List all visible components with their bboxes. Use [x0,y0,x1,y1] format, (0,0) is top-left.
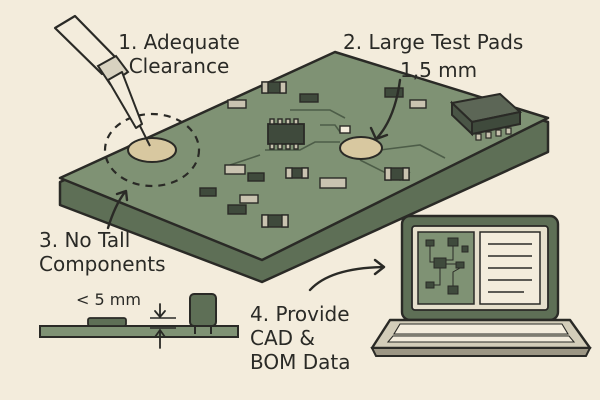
cad-bom-label-line2: CAD & [250,326,315,350]
arrow-to-right-pad-head [369,126,389,141]
tall-components-label-line1: 3. No Tall [39,228,131,252]
arrow-to-board-edge-head [115,189,129,202]
connector-ic-chip [449,92,523,141]
arrow-to-laptop [308,265,385,292]
arrow-to-laptop-head [373,258,386,276]
test-pad-left [127,137,177,163]
clearance-zone [103,112,201,188]
cad-bom-label-line3: BOM Data [250,350,351,374]
cad-bom-label-line1: 4. Provide [250,302,350,326]
annotation-arrows [106,78,402,292]
arrow-to-board-edge [106,190,127,230]
arrow-to-right-pad [375,78,402,140]
center-ic-chip [267,118,305,150]
laptop-illustration [370,214,592,357]
test-pads-label: 2. Large Test Pads [343,30,524,54]
test-probe [53,14,151,147]
test-pad-right [339,136,383,160]
tall-components-dimension: < 5 mm [76,290,141,309]
clearance-label-line1: 1. Adequate [118,30,240,54]
smd-components [199,81,427,228]
laptop-bom-list [488,243,532,293]
height-profile-detail [39,293,239,349]
tall-components-label-line2: Components [39,252,166,276]
clearance-label-line2: Clearance [128,54,230,78]
laptop-keyboard [386,323,576,343]
test-pads-dimension: 1,5 mm [400,58,478,82]
